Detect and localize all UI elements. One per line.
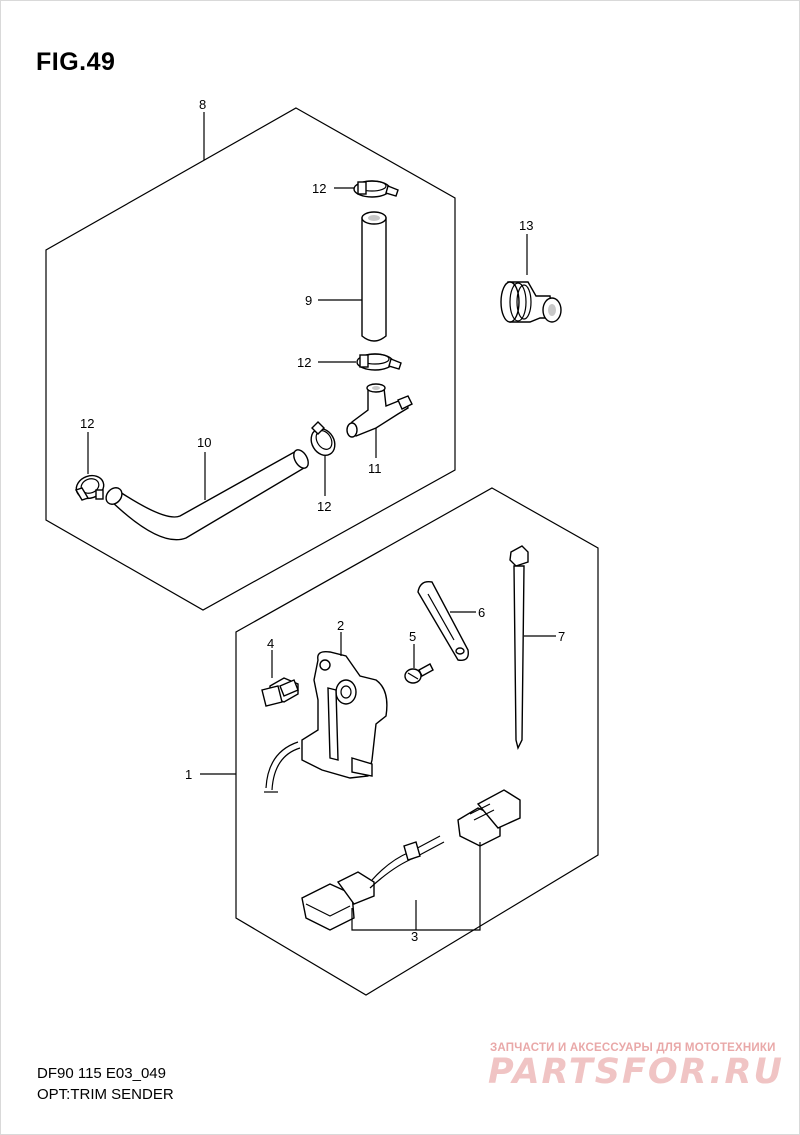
hose-clamp-left: [74, 474, 105, 501]
drain-plug: [500, 281, 562, 323]
callout-11: 11: [368, 461, 382, 476]
watermark-tagline: ЗАПЧАСТИ И АКСЕССУАРЫ ДЛЯ МОТОТЕХНИКИ: [490, 1042, 776, 1054]
callout-2: 2: [337, 618, 344, 633]
kit-boundary-upper: [45, 107, 456, 611]
callout-13: 13: [519, 218, 533, 233]
callout-4: 4: [267, 636, 274, 651]
hose-clamp-middle: [356, 353, 402, 371]
callout-8: 8: [199, 97, 206, 112]
sender-holder: [417, 581, 469, 661]
figure-title: FIG.49: [36, 48, 116, 76]
figure-code: DF90 115 E03_049: [37, 1065, 166, 1082]
callout-12-left: 12: [80, 416, 94, 431]
t-joint: [346, 383, 413, 438]
hose-clamp-top: [353, 180, 399, 198]
callout-5: 5: [409, 629, 416, 644]
bolt: [261, 677, 299, 707]
trim-sender: [264, 650, 388, 793]
callout-7: 7: [558, 629, 565, 644]
cable-tie: [509, 545, 529, 751]
callout-12-middle: 12: [297, 355, 311, 370]
callout-12-top: 12: [312, 181, 326, 196]
kit-boundary-lower: [235, 487, 599, 996]
hose-straight: [361, 211, 387, 342]
callout-10: 10: [197, 435, 211, 450]
hose-clamp-lower-right: [310, 421, 336, 457]
callout-3: 3: [411, 929, 418, 944]
callout-12-lower: 12: [317, 499, 331, 514]
figure-name: OPT:TRIM SENDER: [37, 1086, 174, 1103]
callout-9: 9: [305, 293, 312, 308]
callout-6: 6: [478, 605, 485, 620]
hose-bent: [105, 449, 309, 541]
watermark-brand: PARTSFOR.RU: [488, 1052, 784, 1092]
wire-harness: [301, 789, 521, 931]
callout-1: 1: [185, 767, 192, 782]
screw: [404, 663, 434, 684]
